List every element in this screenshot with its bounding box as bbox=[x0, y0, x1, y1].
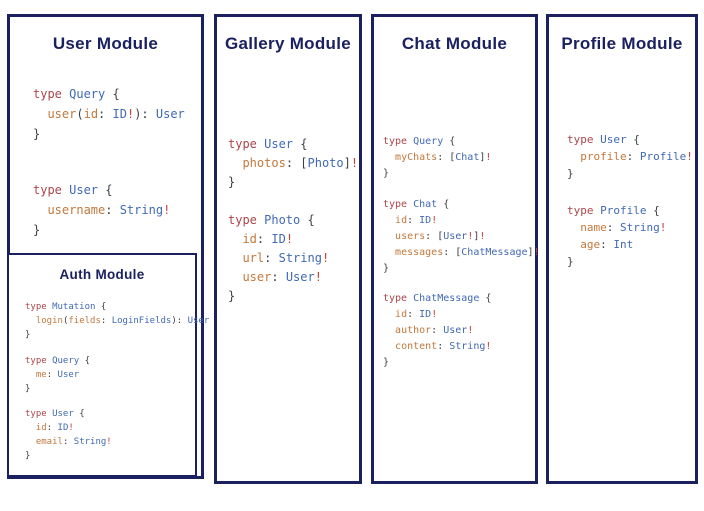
profile-module-panel: Profile Module type User { profile: Prof… bbox=[546, 14, 698, 484]
gallery-module-title: Gallery Module bbox=[224, 34, 352, 53]
graphql-code-block: type User { photos: [Photo]!} bbox=[228, 137, 359, 189]
graphql-code-block: type User { id: ID! email: String!} bbox=[25, 409, 112, 461]
graphql-code-block: type Photo { id: ID! url: String! user: … bbox=[228, 213, 330, 303]
graphql-code-block: type User { username: String!} bbox=[33, 183, 171, 237]
graphql-code-block: type Query { myChats: [Chat]!} bbox=[383, 136, 492, 179]
graphql-code-block: type Chat { id: ID! users: [User!]! mess… bbox=[383, 199, 540, 274]
gallery-module-panel: Gallery Module type User { photos: [Phot… bbox=[214, 14, 362, 484]
graphql-code-block: type Query { user(id: ID!): User} bbox=[33, 87, 185, 141]
graphql-code-block: type User { profile: Profile!} bbox=[567, 133, 693, 180]
user-module-panel: User Module type Query { user(id: ID!): … bbox=[7, 14, 209, 479]
user-module-title: User Module bbox=[52, 34, 159, 53]
profile-module-title: Profile Module bbox=[561, 34, 683, 53]
auth-module-title: Auth Module bbox=[59, 267, 145, 282]
graphql-code-block: type Mutation { login(fields: LoginField… bbox=[25, 302, 210, 340]
chat-module-panel: Chat Module type Query { myChats: [Chat]… bbox=[371, 14, 540, 484]
auth-module-panel: Auth Module type Mutation { login(fields… bbox=[7, 253, 209, 477]
graphql-code-block: type ChatMessage { id: ID! author: User!… bbox=[383, 293, 492, 368]
graphql-code-block: type Query { me: User} bbox=[25, 356, 91, 394]
chat-module-title: Chat Module bbox=[401, 34, 508, 53]
graphql-code-block: type Profile { name: String! age: Int} bbox=[567, 204, 667, 268]
